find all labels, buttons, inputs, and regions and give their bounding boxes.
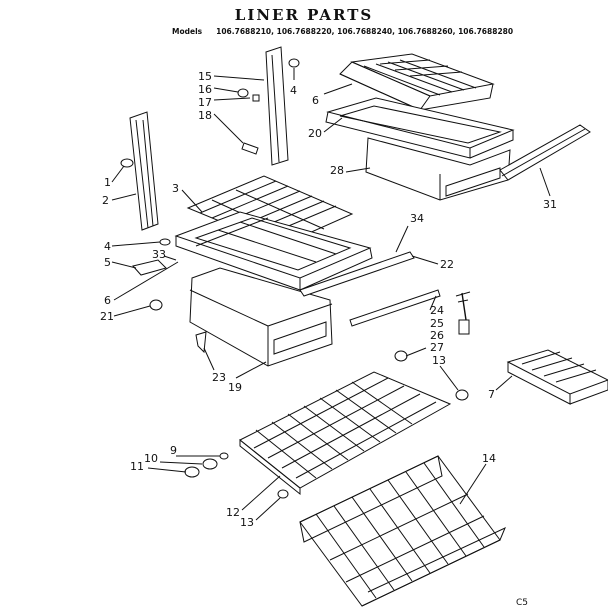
- left-shelf-rail: [129, 111, 159, 231]
- callout-9: 9: [170, 444, 177, 457]
- callout-23: 23: [212, 371, 226, 384]
- callout-15: 15: [198, 70, 212, 83]
- models-label: Models: [172, 27, 203, 36]
- callout-26: 26: [430, 329, 444, 342]
- callout-16: 16: [198, 83, 212, 96]
- callout-labels: 15 16 17 18 4 6 20 28 31 1 2 3 34 4 33 5…: [100, 70, 557, 529]
- upper-crisper-cover: [339, 53, 495, 111]
- callout-18: 18: [198, 109, 212, 122]
- callout-6-lower: 6: [104, 294, 111, 307]
- callout-17: 17: [198, 96, 212, 109]
- callout-24: 24: [430, 304, 444, 317]
- callout-12: 12: [226, 506, 240, 519]
- callout-14: 14: [482, 452, 496, 465]
- callout-3: 3: [172, 182, 179, 195]
- callout-22: 22: [440, 258, 454, 271]
- callout-6-upper: 6: [312, 94, 319, 107]
- flat-wire-shelf: [239, 371, 452, 496]
- upper-crisper-frame: [325, 97, 515, 159]
- wire-basket: [299, 455, 506, 607]
- callout-27: 27: [430, 341, 444, 354]
- callout-31: 31: [543, 198, 557, 211]
- callout-10: 10: [144, 452, 158, 465]
- callout-13-upper: 13: [432, 354, 446, 367]
- callout-4-upper: 4: [290, 84, 297, 97]
- callout-28: 28: [330, 164, 344, 177]
- leader-lines: [111, 68, 551, 521]
- callout-34: 34: [410, 212, 424, 225]
- diagram-title: LINER PARTS: [234, 6, 374, 24]
- callout-13-lower: 13: [240, 516, 254, 529]
- callout-1: 1: [104, 176, 111, 189]
- shelf-front-strip: [299, 251, 441, 327]
- callout-5: 5: [104, 256, 111, 269]
- callout-11: 11: [130, 460, 144, 473]
- callout-20: 20: [308, 127, 322, 140]
- model-numbers: Models 106.7688210, 106.7688220, 106.7688…: [172, 27, 513, 36]
- ice-cube-tray: [506, 349, 608, 405]
- corner-code: C5: [516, 598, 529, 608]
- lower-shelf-and-cover: [174, 211, 373, 291]
- callout-19: 19: [228, 381, 242, 394]
- upper-crisper-pan: [365, 137, 511, 201]
- callout-4-lower: 4: [104, 240, 111, 253]
- lower-crisper-pan: [189, 267, 333, 367]
- models-value: 106.7688210, 106.7688220, 106.7688240, 1…: [216, 27, 514, 36]
- callout-7: 7: [488, 388, 495, 401]
- callout-25: 25: [430, 317, 444, 330]
- callout-2: 2: [102, 194, 109, 207]
- hardware-parts: [120, 58, 471, 499]
- crisper-cover-trim: [499, 124, 591, 181]
- callout-33: 33: [152, 248, 166, 261]
- right-shelf-rail: [265, 46, 289, 166]
- callout-21: 21: [100, 310, 114, 323]
